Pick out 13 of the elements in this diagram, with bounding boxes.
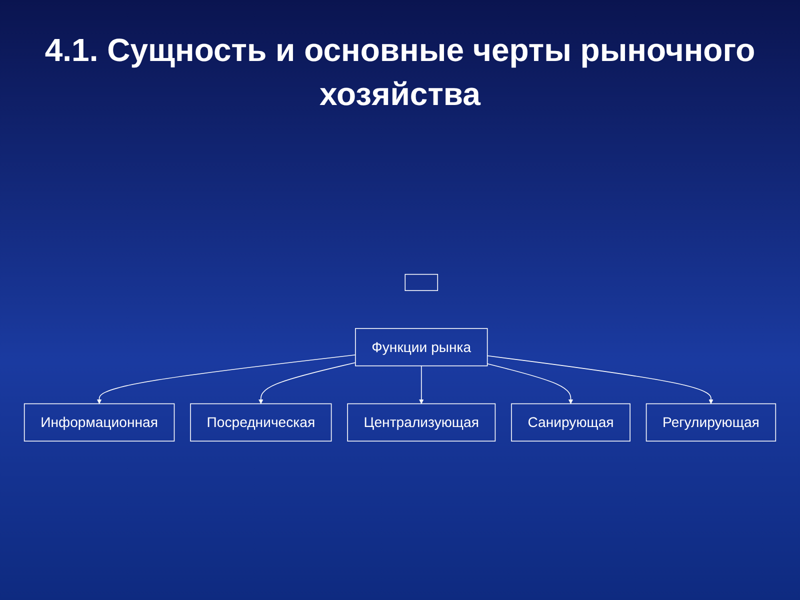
slide-title: 4.1. Сущность и основные черты рыночного хозяйства (44, 31, 756, 114)
arrow (258, 362, 356, 404)
node-box: Санирующая (511, 403, 630, 442)
arrow (486, 363, 574, 404)
arrow (419, 365, 424, 404)
node-box: Информационная (24, 403, 175, 442)
arrow (96, 354, 356, 404)
node-box: Централизующая (347, 403, 496, 442)
node-box: Функции рынка (355, 328, 488, 366)
node-box: Посредническая (190, 403, 332, 442)
node-box: Регулирующая (646, 403, 776, 442)
arrow (486, 355, 714, 404)
node-box (404, 274, 438, 291)
